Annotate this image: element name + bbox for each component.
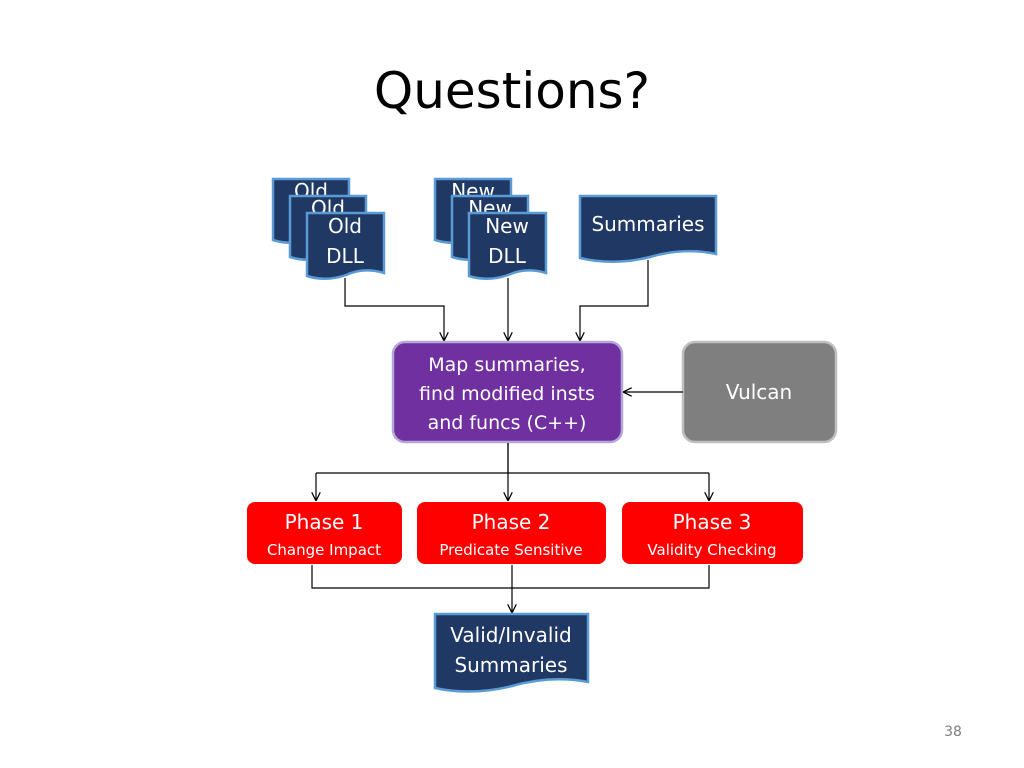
- old-dll-connector: [344, 278, 444, 340]
- phase-3-box: Phase 3 Validity Checking: [622, 502, 803, 564]
- old-dll-doc-front: Old DLL: [305, 211, 386, 280]
- phase-1-title: Phase 1: [285, 510, 364, 534]
- phase-2-title: Phase 2: [472, 510, 551, 534]
- vulcan-label: Vulcan: [726, 380, 792, 404]
- summaries-doc: Summaries: [578, 194, 718, 264]
- phase-1-box: Phase 1 Change Impact: [247, 502, 402, 564]
- phase-3-title: Phase 3: [673, 510, 752, 534]
- vulcan-process: Vulcan: [681, 340, 838, 444]
- map-process-line1: Map summaries,: [428, 354, 585, 376]
- output-label-line2: Summaries: [454, 653, 567, 677]
- phase-collection-bar: [311, 565, 710, 589]
- summaries-label: Summaries: [591, 212, 704, 236]
- phase-1-subtitle: Change Impact: [267, 541, 381, 559]
- old-dll-label-line2: DLL: [326, 244, 365, 268]
- output-connectors: [311, 565, 710, 612]
- map-process-line3: and funcs (C++): [428, 412, 587, 434]
- old-dll-stack: Old Old Old DLL: [271, 177, 386, 280]
- new-dll-doc-front: New DLL: [467, 211, 548, 280]
- phase-3-subtitle: Validity Checking: [647, 541, 776, 559]
- input-connectors: [344, 260, 649, 340]
- new-dll-label-line2: DLL: [488, 244, 527, 268]
- old-dll-label-line1: Old: [328, 214, 362, 238]
- new-dll-stack: New New New DLL: [433, 177, 548, 280]
- slide-title: Questions?: [373, 62, 651, 120]
- new-dll-label-line1: New: [485, 214, 529, 238]
- map-summaries-process: Map summaries, find modified insts and f…: [391, 340, 624, 444]
- output-label-line1: Valid/Invalid: [450, 623, 571, 647]
- phase-2-box: Phase 2 Predicate Sensitive: [417, 502, 606, 564]
- page-number: 38: [944, 724, 962, 740]
- map-process-line2: find modified insts: [419, 383, 595, 405]
- valid-invalid-summaries-doc: Valid/Invalid Summaries: [433, 612, 590, 693]
- summaries-connector: [580, 260, 649, 340]
- phase-2-subtitle: Predicate Sensitive: [439, 541, 582, 559]
- phase-connectors: [316, 443, 709, 500]
